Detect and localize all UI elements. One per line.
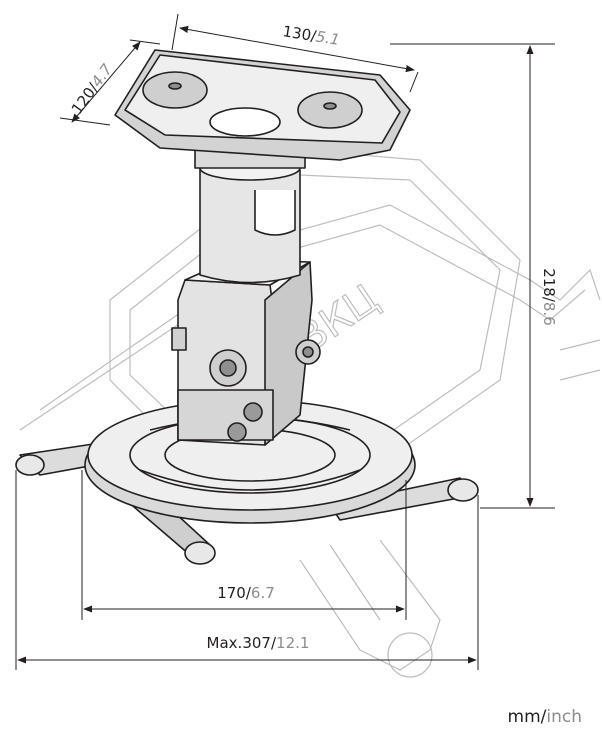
dimension-lines: [15, 13, 555, 670]
dim-base: 170/6.7: [217, 584, 275, 602]
dim-top-depth: 120/4.7: [68, 60, 117, 118]
units-sep: /: [540, 707, 547, 727]
extension-tube: [194, 147, 306, 284]
dim-height: 218/8.6: [540, 268, 558, 326]
units-label: mm/inch: [508, 707, 582, 727]
dimension-labels: 130/5.1 120/4.7 218/8.6 170/6.7 Max.307/…: [68, 22, 558, 652]
dim-max-span: Max.307/12.1: [207, 634, 310, 652]
dim-top-width: 130/5.1: [281, 22, 341, 49]
yoke-bracket: [171, 259, 321, 446]
units-inch: inch: [546, 707, 582, 727]
base-plate: [84, 399, 416, 524]
ceiling-plate: [114, 49, 411, 161]
units-mm: mm: [507, 707, 541, 727]
mount-drawing: [15, 49, 479, 565]
